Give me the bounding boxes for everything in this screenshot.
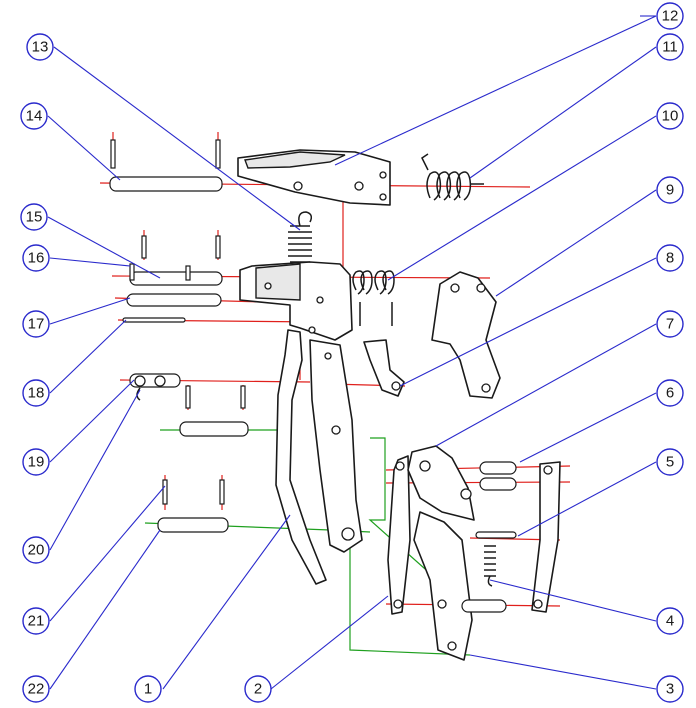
part-6-side-link [531, 461, 561, 613]
part-15-pin [129, 235, 223, 286]
svg-text:4: 4 [666, 613, 674, 630]
part-8-latch [363, 339, 405, 397]
callout-14: 14 [20, 102, 48, 130]
part-11-torsion-spring [421, 153, 484, 201]
main-housing [239, 261, 353, 341]
svg-text:19: 19 [28, 454, 45, 471]
part-20-clip [136, 385, 249, 437]
callout-3: 3 [656, 675, 684, 703]
svg-text:14: 14 [26, 108, 43, 125]
part-22-pin [157, 517, 229, 533]
part-18-rod [122, 317, 186, 323]
svg-text:8: 8 [666, 250, 674, 267]
callout-22: 22 [22, 675, 50, 703]
svg-text:6: 6 [666, 385, 674, 402]
leader-lines [47, 15, 657, 690]
svg-text:12: 12 [662, 8, 679, 25]
callout-19: 19 [22, 448, 50, 476]
svg-text:5: 5 [666, 454, 674, 471]
part-6-pins [461, 461, 517, 613]
callout-13: 13 [26, 33, 54, 61]
svg-text:20: 20 [28, 542, 45, 559]
callout-16: 16 [22, 244, 50, 272]
svg-text:21: 21 [28, 613, 45, 630]
callout-20: 20 [22, 536, 50, 564]
part-1-pedal-arm [275, 329, 363, 585]
part-12-bracket [237, 149, 391, 206]
svg-text:9: 9 [666, 182, 674, 199]
part-5-rod [475, 531, 517, 539]
callout-11: 11 [656, 33, 684, 61]
callout-9: 9 [656, 176, 684, 204]
part-17-pin [126, 293, 222, 307]
part-16-clip [129, 263, 191, 281]
callout-1: 1 [134, 675, 162, 703]
callout-18: 18 [22, 379, 50, 407]
part-2-link [387, 455, 411, 615]
part-13-extension-spring [288, 211, 313, 263]
callout-7: 7 [656, 310, 684, 338]
callout-21: 21 [22, 607, 50, 635]
svg-text:3: 3 [666, 681, 674, 698]
callout-4: 4 [656, 607, 684, 635]
callout-10: 10 [656, 102, 684, 130]
svg-text:16: 16 [28, 250, 45, 267]
part-14-pin [109, 139, 223, 192]
svg-text:7: 7 [666, 316, 674, 333]
callout-2: 2 [244, 675, 272, 703]
svg-text:13: 13 [32, 39, 49, 56]
svg-text:10: 10 [662, 108, 679, 125]
part-7-link [407, 445, 475, 521]
callout-15: 15 [20, 203, 48, 231]
svg-text:1: 1 [144, 681, 152, 698]
part-10-double-spring [352, 270, 395, 326]
svg-text:18: 18 [28, 385, 45, 402]
part-4-spring [484, 545, 496, 587]
callout-6: 6 [656, 379, 684, 407]
callout-8: 8 [656, 244, 684, 272]
svg-text:22: 22 [28, 681, 45, 698]
svg-text:17: 17 [28, 316, 45, 333]
svg-text:11: 11 [662, 39, 678, 56]
callout-12: 12 [656, 2, 684, 30]
callout-17: 17 [22, 310, 50, 338]
part-9-clevis [431, 271, 501, 399]
callout-5: 5 [656, 448, 684, 476]
svg-text:15: 15 [26, 209, 43, 226]
callouts: 1 2 3 4 5 6 7 8 9 10 11 [20, 2, 684, 703]
part-19-pin [129, 373, 181, 388]
svg-text:2: 2 [254, 681, 262, 698]
part-21-pin [162, 479, 225, 505]
part-3-link [413, 511, 473, 661]
